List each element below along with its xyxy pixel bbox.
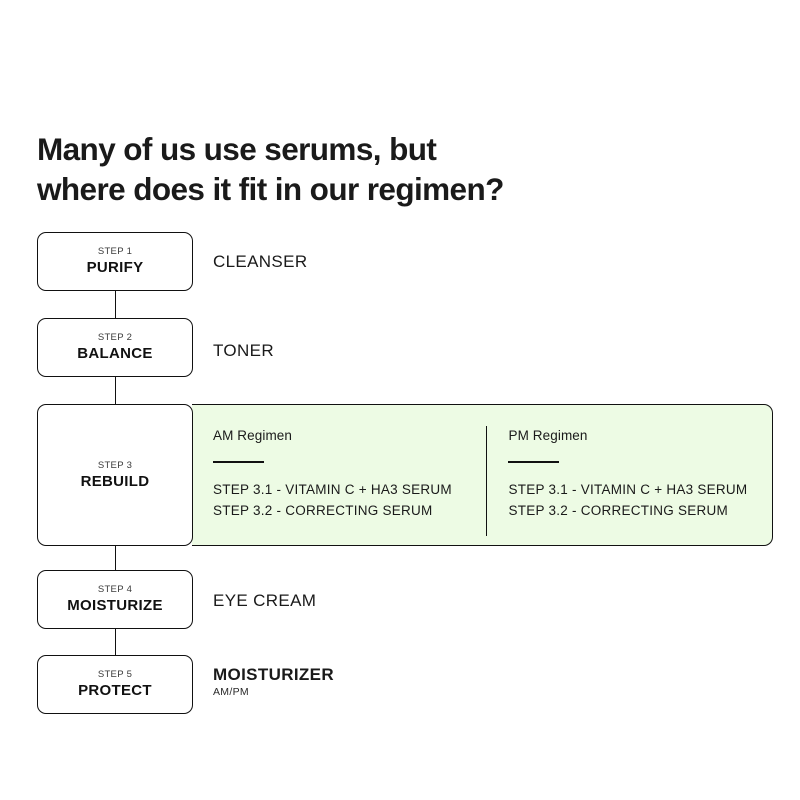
page-title-line-1: Many of us use serums, but [37, 131, 437, 168]
step-box-purify: STEP 1 PURIFY [37, 232, 193, 291]
step-2-number: STEP 2 [97, 332, 133, 343]
regimen-am-divider [213, 461, 264, 463]
product-label-moisturizer-sub: AM/PM [213, 686, 249, 698]
regimen-pm-item-1: STEP 3.1 - VITAMIN C + HA3 SERUM [508, 481, 748, 497]
step-1-name: PURIFY [86, 259, 144, 276]
product-label-moisturizer-main: MOISTURIZER [213, 665, 334, 684]
connector-step4-step5 [114, 628, 117, 656]
step-1-number: STEP 1 [97, 246, 133, 257]
product-label-toner: TONER [213, 341, 274, 360]
regimen-panel: AM Regimen STEP 3.1 - VITAMIN C + HA3 SE… [192, 404, 773, 546]
regimen-pm-item-2: STEP 3.2 - CORRECTING SERUM [508, 502, 729, 518]
product-label-cleanser: CLEANSER [213, 252, 308, 271]
page-title-line-2: where does it fit in our regimen? [37, 171, 504, 208]
step-box-balance: STEP 2 BALANCE [37, 318, 193, 377]
step-4-number: STEP 4 [97, 584, 133, 595]
page-title: Many of us use serums, but where does it… [37, 129, 717, 209]
step-box-protect: STEP 5 PROTECT [37, 655, 193, 714]
connector-step3-step4 [114, 545, 117, 571]
product-label-moisturizer: MOISTURIZER AM/PM [213, 664, 334, 699]
step-4-name: MOISTURIZE [67, 597, 163, 614]
regimen-column-pm: PM Regimen STEP 3.1 - VITAMIN C + HA3 SE… [486, 426, 772, 536]
regimen-column-am: AM Regimen STEP 3.1 - VITAMIN C + HA3 SE… [192, 405, 486, 545]
regimen-pm-title: PM Regimen [508, 428, 588, 443]
regimen-am-item-2: STEP 3.2 - CORRECTING SERUM [213, 502, 433, 518]
product-label-eye-cream: EYE CREAM [213, 591, 317, 610]
step-box-moisturize: STEP 4 MOISTURIZE [37, 570, 193, 629]
connector-step1-step2 [114, 290, 117, 319]
regimen-pm-divider [508, 461, 560, 463]
connector-step2-step3 [114, 376, 117, 405]
regimen-am-item-1: STEP 3.1 - VITAMIN C + HA3 SERUM [213, 481, 452, 497]
step-2-name: BALANCE [77, 345, 153, 362]
step-5-number: STEP 5 [97, 669, 133, 680]
step-3-name: REBUILD [80, 472, 150, 490]
regimen-am-title: AM Regimen [213, 428, 293, 443]
step-box-rebuild: STEP 3 REBUILD [37, 404, 193, 546]
step-3-number: STEP 3 [97, 459, 133, 471]
step-5-name: PROTECT [78, 682, 152, 699]
